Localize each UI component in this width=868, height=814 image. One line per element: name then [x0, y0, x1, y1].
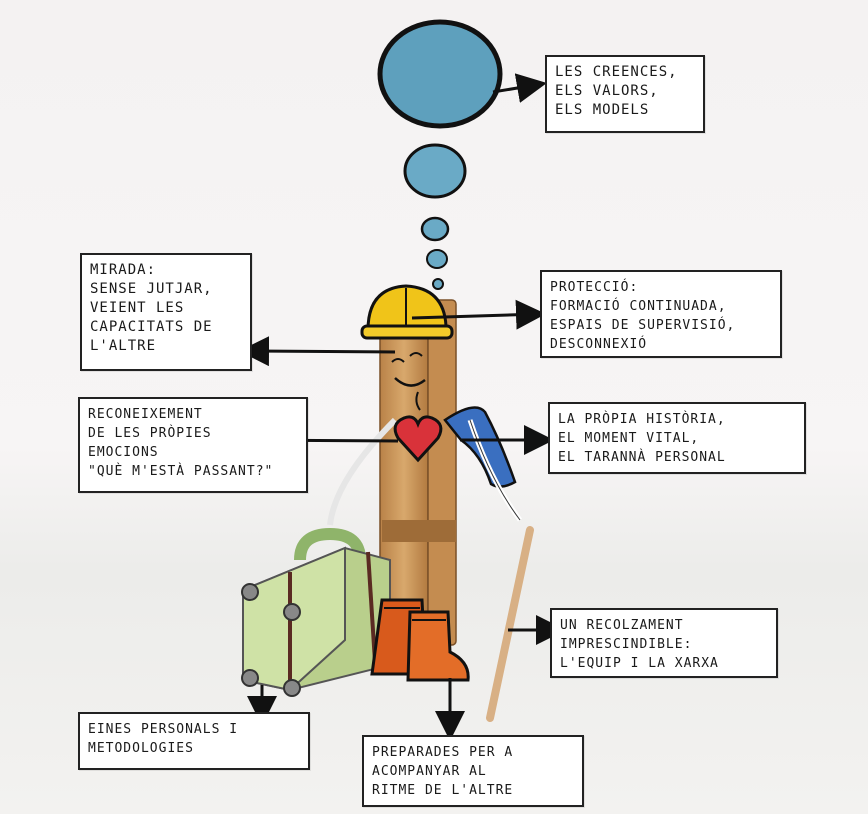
boots-icon — [370, 598, 470, 682]
thought-bubbles — [377, 19, 503, 290]
scarf-icon — [443, 406, 523, 522]
thought-bubble-medium — [403, 143, 467, 199]
protection-label: PROTECCIÓ: FORMACIÓ CONTINUADA, ESPAIS D… — [540, 270, 782, 358]
thought-bubble-large — [377, 19, 503, 129]
thought-bubble-dot — [432, 278, 444, 290]
support-label: UN RECOLZAMENT IMPRESCINDIBLE: L'EQUIP I… — [550, 608, 778, 678]
thought-bubble-tiny — [426, 249, 448, 269]
suitcase-icon — [241, 527, 391, 697]
arrow-gaze — [239, 336, 396, 367]
walking-cane — [486, 526, 534, 722]
emotions-label: RECONEIXEMENT DE LES PRÒPIES EMOCIONS "Q… — [78, 397, 308, 493]
history-label: LA PRÒPIA HISTÒRIA, EL MOMENT VITAL, EL … — [548, 402, 806, 474]
heart-icon — [393, 415, 443, 463]
gaze-label: MIRADA: SENSE JUTJAR, VEIENT LES CAPACIT… — [80, 253, 252, 371]
tools-label: EINES PERSONALS I METODOLOGIES — [78, 712, 310, 770]
pace-label: PREPARADES PER A ACOMPANYAR AL RITME DE … — [362, 735, 584, 807]
beliefs-label: LES CREENCES, ELS VALORS, ELS MODELS — [545, 55, 705, 133]
arrow-beliefs — [492, 73, 547, 103]
arrow-protection — [411, 299, 546, 330]
thought-bubble-small — [420, 216, 450, 242]
helmet-icon — [360, 284, 454, 340]
